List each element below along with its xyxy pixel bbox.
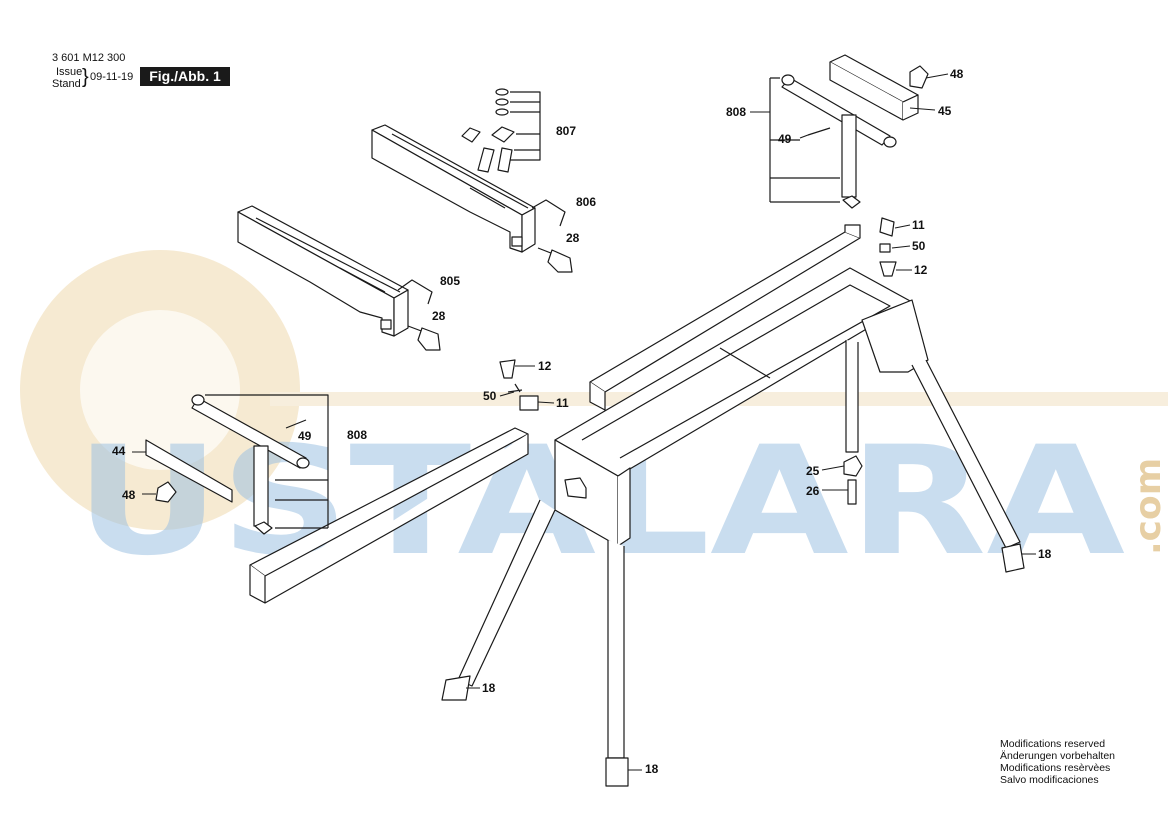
label-50-center: 50	[483, 389, 497, 403]
label-28-upper: 28	[566, 231, 580, 245]
label-808-right: 808	[726, 105, 746, 119]
left-arm	[249, 427, 529, 604]
hardware-807	[461, 88, 541, 173]
issue-label: Issue	[56, 66, 83, 78]
label-11-center: 11	[556, 396, 569, 410]
support-808-left	[145, 394, 329, 535]
knob-28-lower	[407, 325, 441, 351]
extension-arm-upper	[371, 124, 536, 253]
part-labels: 807 806 28 805 28 808 48 45 49 11 50 12 …	[112, 67, 1052, 776]
modification-line: Salvo modificaciones	[1000, 774, 1099, 786]
leader-lines	[132, 73, 1036, 771]
label-12-right: 12	[914, 263, 928, 277]
watermark-suffix: .com	[1128, 458, 1168, 555]
label-26: 26	[806, 484, 820, 498]
extension-arm-lower	[237, 205, 433, 337]
label-25: 25	[806, 464, 820, 478]
brace-glyph: }	[82, 66, 89, 88]
figure-label: Fig./Abb. 1	[140, 67, 230, 86]
label-49-right: 49	[778, 132, 792, 146]
label-805: 805	[440, 274, 460, 288]
label-49-left: 49	[298, 429, 312, 443]
label-48-right: 48	[950, 67, 964, 81]
nut-and-screw	[843, 455, 863, 505]
label-48-left: 48	[122, 488, 136, 502]
modification-line: Modifications resèrvèes	[1000, 762, 1111, 774]
label-28-lower: 28	[432, 309, 446, 323]
label-808-left: 808	[347, 428, 367, 442]
issue-date: 09-11-19	[90, 71, 134, 83]
label-45: 45	[938, 104, 952, 118]
label-18-right: 18	[1038, 547, 1052, 561]
label-18-left: 18	[482, 681, 496, 695]
clamp-right	[879, 217, 897, 277]
clamp-center	[499, 359, 539, 411]
label-12-center: 12	[538, 359, 552, 373]
modifications-note: Modifications reserved Änderungen vorbeh…	[1000, 738, 1115, 786]
label-50-right: 50	[912, 239, 926, 253]
modification-line: Änderungen vorbehalten	[1000, 750, 1116, 762]
label-807: 807	[556, 124, 576, 138]
support-808-right	[769, 54, 929, 209]
knob-28-upper	[531, 199, 573, 273]
stand-frame	[441, 224, 1025, 787]
label-44: 44	[112, 444, 126, 458]
label-11-right: 11	[912, 218, 925, 232]
part-number: 3 601 M12 300	[52, 52, 126, 64]
stand-label: Stand	[52, 78, 81, 90]
modification-line: Modifications reserved	[1000, 738, 1106, 750]
label-18-bottom: 18	[645, 762, 659, 776]
label-806: 806	[576, 195, 596, 209]
